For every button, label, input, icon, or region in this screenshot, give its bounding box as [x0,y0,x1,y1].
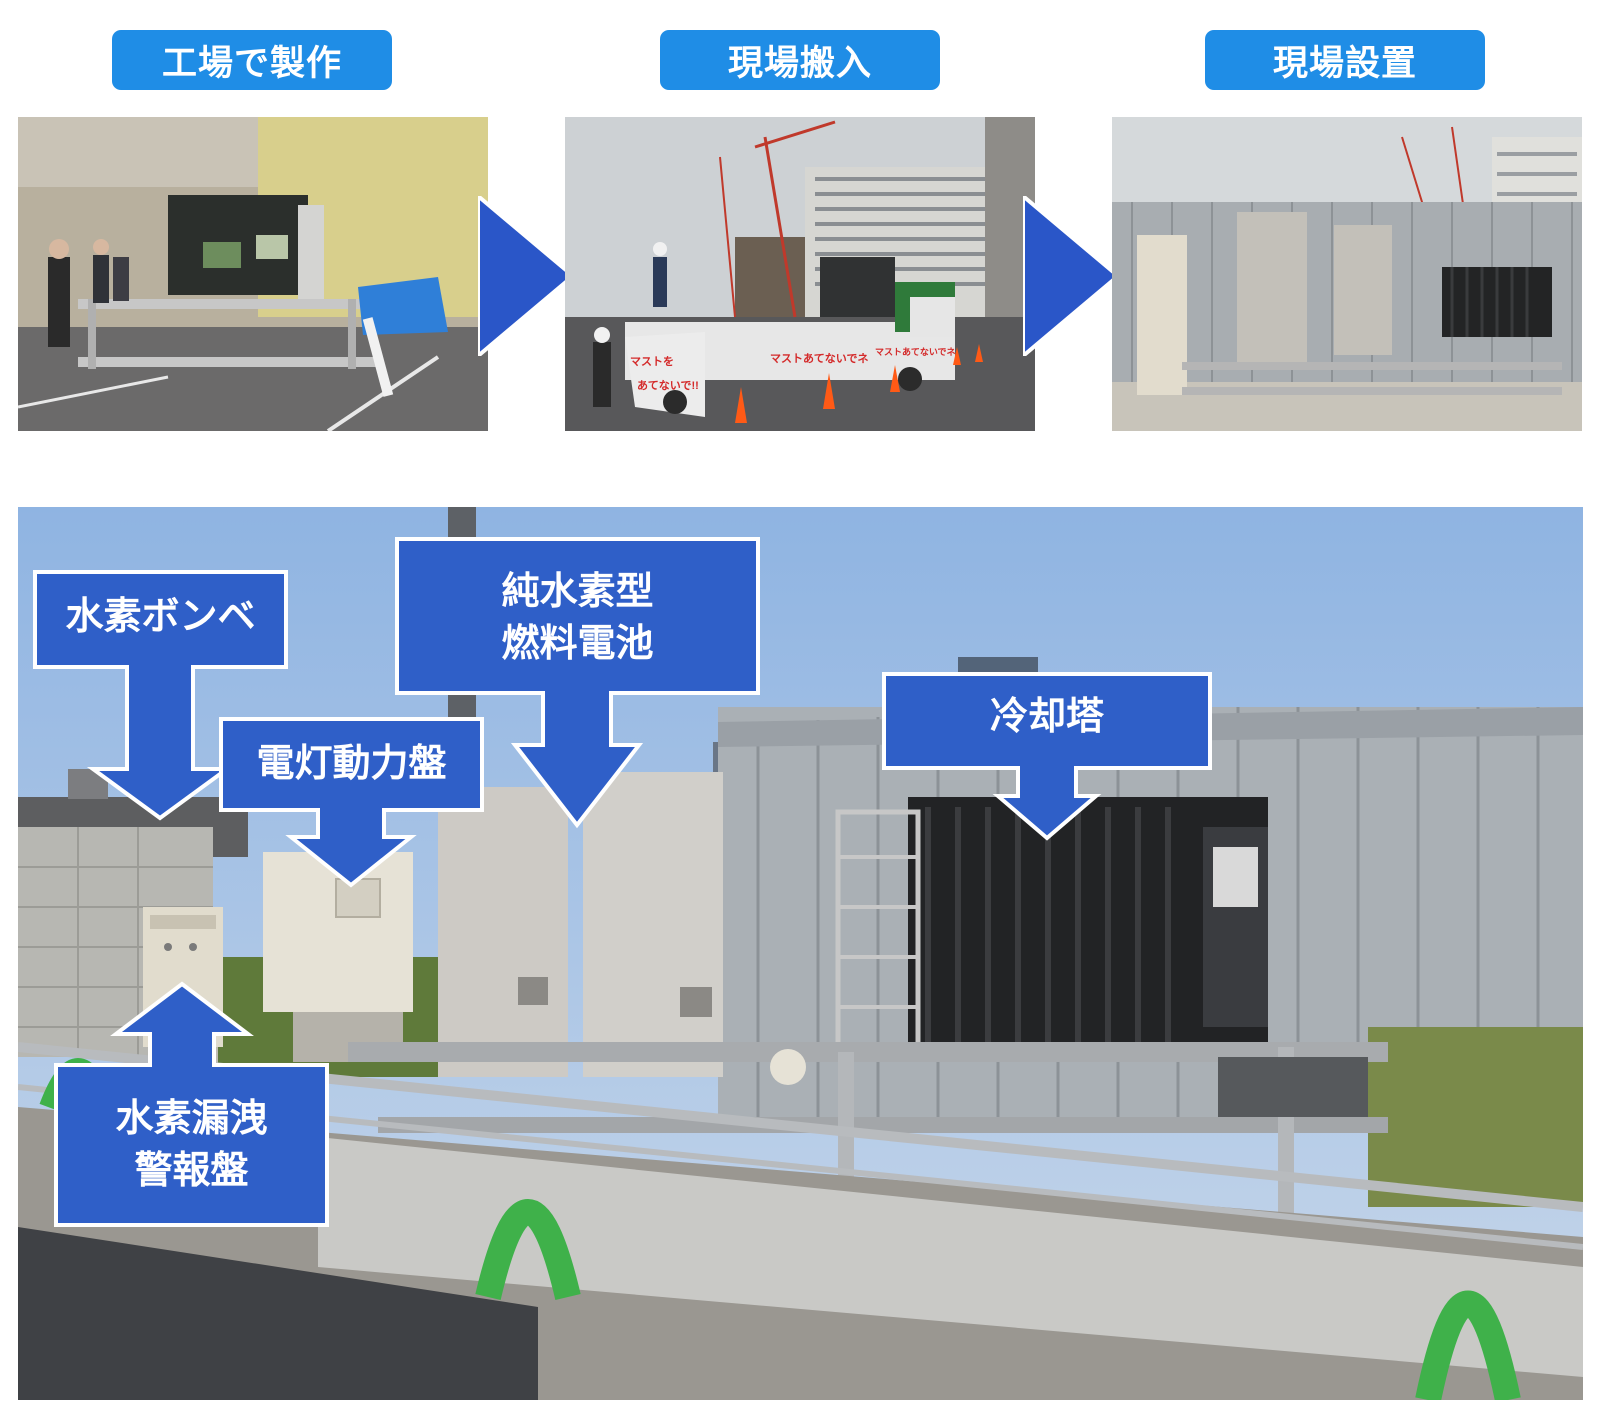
arrow-down-icon [33,570,288,821]
step-label-factory: 工場で製作 [112,30,392,90]
callout-label: 水素漏洩 警報盤 [115,1096,268,1192]
arrow-up-icon [54,981,329,1227]
step-label-installation: 現場設置 [1205,30,1485,90]
truck-rear-sign-line2: あてないで!! [637,379,699,392]
callout-cooling-tower: 冷却塔 [882,672,1212,841]
callout-power-panel: 電灯動力盤 [219,717,484,888]
arrow-down-icon [882,672,1212,841]
callout-fuel-cell: 純水素型 燃料電池 [395,537,760,829]
callout-hydrogen-cylinder: 水素ボンベ [33,570,288,821]
truck-side-sign: マストあてないでネ [770,352,868,365]
site-installation-photo [1112,117,1582,431]
callout-label: 冷却塔 [989,694,1104,738]
site-delivery-photo: マストを あてないで!! マストあてないでネ マストあてないでネ [565,117,1035,431]
flow-arrow-icon [476,191,578,361]
callout-leak-alarm: 水素漏洩 警報盤 [54,981,329,1227]
fuel-cell-system-photo: 水素ボンベ 純水素型 燃料電池 冷却塔 電灯動力盤 水素漏洩 警報盤 [18,507,1583,1400]
truck-rear-sign-line1: マストを [630,355,674,368]
arrow-down-icon [219,717,484,888]
factory-fabrication-photo [18,117,488,431]
step-label-delivery: 現場搬入 [660,30,940,90]
arrow-down-icon [395,537,760,829]
callout-label: 電灯動力盤 [256,741,447,785]
callout-label: 純水素型 燃料電池 [501,569,654,665]
truck-rear-small-sign: マストあてないでネ [875,347,956,357]
callout-label: 水素ボンベ [65,594,256,638]
flow-arrow-icon [1021,191,1123,361]
